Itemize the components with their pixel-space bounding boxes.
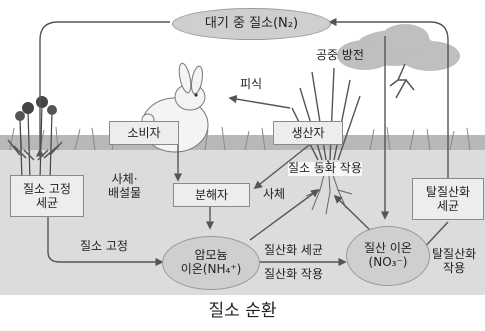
ammonium-label-1: 암모늄 (194, 248, 228, 263)
nitrification-label: 질산화 작용 (264, 267, 324, 281)
nitrate-label-1: 질산 이온 (364, 241, 412, 256)
denitrifying-bacteria-box: 탈질산화 세균 (412, 178, 484, 220)
denitrification-label: 탈질산화 작용 (432, 247, 477, 275)
figure-caption: 질소 순환 (208, 301, 277, 321)
consumer-label: 소비자 (127, 125, 161, 140)
arrow-fixation-up (35, 21, 170, 157)
predation-label: 피식 (240, 77, 263, 91)
corpse-label: 사체 (263, 187, 286, 201)
atmosphere-node: 대기 중 질소(N₂) (172, 8, 331, 40)
nitrifying-bacteria-label: 질산화 세균 (264, 243, 324, 257)
nitrate-node: 질산 이온 (NO₃⁻) (346, 226, 430, 286)
cloud-icon (337, 24, 460, 71)
arrow-fixation-ammonium (47, 200, 164, 267)
arrow-ammonium-roots (249, 189, 320, 241)
ammonium-label-2: 이온(NH₄⁺) (180, 262, 242, 276)
fixing-bacteria-label: 질소 고정 세균 (23, 181, 71, 210)
arrow-denitrify-up (328, 17, 449, 185)
denitrifying-bacteria-label: 탈질산화 세균 (425, 184, 471, 213)
decomposer-label: 분해자 (194, 187, 229, 202)
nitrate-label-2: (NO₃⁻) (368, 255, 408, 269)
corpse-excreta-label: 사체· 배설물 (108, 172, 142, 200)
ammonium-node: 암모늄 이온(NH₄⁺) (162, 236, 260, 290)
assimilation-label: 질소 동화 작용 (288, 161, 362, 176)
arrow-predation (228, 94, 291, 109)
arrow-assimilation (333, 194, 373, 233)
atmosphere-label: 대기 중 질소(N₂) (204, 15, 299, 31)
flower-plant-icon (7, 96, 63, 181)
root-icon (305, 159, 353, 215)
nitrogen-fixation-label: 질소 고정 (80, 239, 128, 253)
lightning-label: 공중 방전 (316, 48, 364, 62)
consumer-box: 소비자 (109, 121, 179, 145)
producer-label: 생산자 (291, 125, 325, 140)
arrows (35, 17, 449, 267)
lightning-icon (389, 63, 415, 99)
producer-box: 생산자 (273, 121, 343, 145)
decomposer-box: 분해자 (173, 183, 250, 207)
fixing-bacteria-box: 질소 고정 세균 (10, 175, 84, 217)
arrow-producer-decomposer (253, 137, 319, 190)
